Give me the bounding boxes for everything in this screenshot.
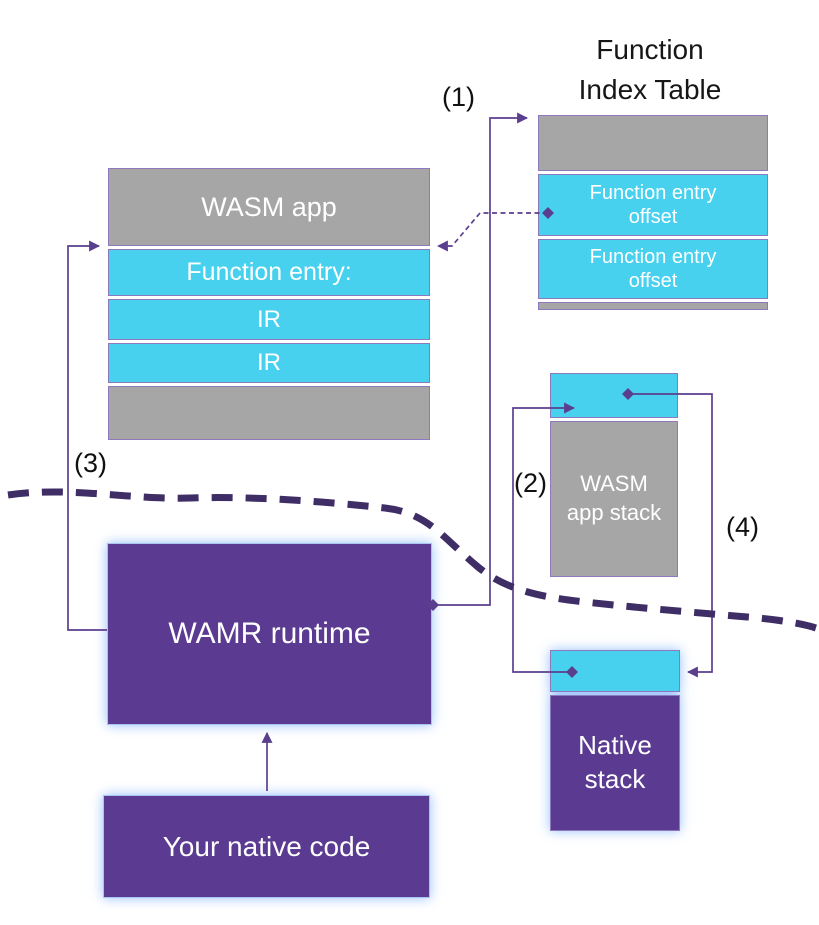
wasm-app-function-entry-row: Function entry:	[108, 249, 430, 296]
wasm-app-header: WASM app	[108, 168, 430, 246]
label-1: (1)	[442, 82, 475, 112]
wasm-app-stack-box: WASM app stack	[550, 373, 678, 577]
fit-bottom-segment	[538, 302, 768, 310]
arrow-3-runtime-to-wasm-app	[67, 240, 107, 631]
title-line-1: Function	[596, 34, 704, 65]
wasm-app-ir-row-2: IR	[108, 343, 430, 383]
fit-entry-offset-row-2: Function entry offset	[538, 239, 768, 299]
your-native-code-box: Your native code	[103, 795, 430, 898]
wasm-app-box: WASM app Function entry: IR IR	[108, 168, 430, 440]
fit-entry-offset-row-1: Function entry offset	[538, 174, 768, 236]
dashed-arrow-offset-to-function-entry	[436, 207, 554, 252]
title-line-2: Index Table	[578, 73, 722, 105]
native-stack-label-line-2: stack	[584, 764, 646, 794]
wasm-app-stack-label-line-2: app stack	[566, 500, 662, 525]
native-stack-label-line-1: Native	[578, 730, 652, 761]
wasm-app-stack-top-bar	[550, 373, 678, 418]
arrow-1-runtime-to-index-table	[427, 112, 529, 611]
label-2: (2)	[514, 468, 547, 498]
native-stack-body: Native stack	[550, 695, 680, 831]
fit-top-segment	[538, 115, 768, 171]
native-stack-top-bar	[550, 650, 680, 692]
native-stack-box: Native stack	[550, 650, 680, 831]
wamr-runtime-box: WAMR runtime	[107, 543, 432, 725]
wasm-app-stack-label-line-1: WASM	[580, 471, 648, 497]
wasm-app-stack-body: WASM app stack	[550, 421, 678, 577]
wasm-app-ir-row-1: IR	[108, 299, 430, 340]
function-index-table-box: Function entry offset Function entry off…	[538, 115, 768, 310]
wasm-app-footer-segment	[108, 386, 430, 440]
function-index-table-title: Function Index Table	[505, 30, 795, 110]
label-3: (3)	[74, 448, 107, 478]
label-4: (4)	[726, 512, 759, 542]
